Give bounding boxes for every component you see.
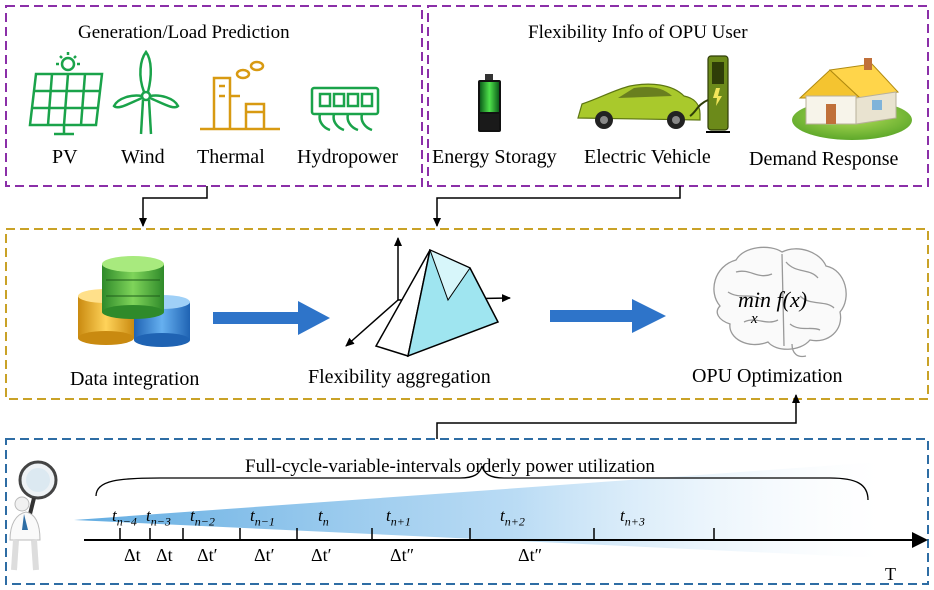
integration-to-aggregation-arrow [213, 301, 330, 335]
prediction-panel-border [5, 5, 423, 187]
battery-icon [478, 74, 501, 132]
timeline-interval-label: Δt′ [311, 545, 332, 565]
prediction-panel-title: Generation/Load Prediction [78, 22, 290, 43]
timeline-interval-label: Δt [156, 545, 173, 565]
flexibility-to-process-arrow [433, 186, 681, 227]
timeline-tick-subscript: n+1 [390, 514, 411, 529]
timeline-wedge [74, 462, 880, 558]
house-icon [792, 58, 912, 140]
wind-label: Wind [121, 146, 165, 168]
timeline-tick-subscript: n+3 [624, 514, 645, 529]
timeline-tick-label: tn−3 [146, 506, 171, 529]
energy-storage-label: Energy Storagy [432, 146, 557, 168]
timeline-tick-subscript: n−2 [194, 514, 215, 529]
timeline-tick-subscript: n−4 [116, 514, 137, 529]
wind-turbine-icon [112, 49, 180, 135]
brain-icon [713, 246, 847, 358]
timeline-brace [95, 465, 869, 501]
timeline-tick-label: tn+3 [620, 506, 645, 529]
flexibility-panel-border [427, 5, 929, 187]
demand-response-label: Demand Response [749, 148, 899, 170]
aggregation-to-optimization-arrow [550, 299, 666, 333]
timeline-tick-subscript: n−3 [150, 514, 171, 529]
hydropower-label: Hydropower [297, 146, 399, 168]
timeline-axis-arrowhead [912, 532, 928, 548]
timeline-tick-label: tn+1 [386, 506, 411, 529]
timeline-panel-border [5, 438, 929, 585]
prediction-to-process-arrow [139, 186, 208, 227]
flexibility-aggregation-label: Flexibility aggregation [308, 366, 491, 388]
time-axis-label: T [885, 564, 896, 584]
pv-label: PV [52, 146, 78, 168]
electric-car-icon [577, 55, 730, 133]
objective-formula: min f(x) [738, 287, 808, 312]
hydropower-icon [310, 86, 380, 132]
thermal-label: Thermal [197, 146, 265, 168]
data-integration-label: Data integration [70, 368, 200, 390]
timeline-tick-subscript: n+2 [504, 514, 525, 529]
timeline-tick-subscript: n−1 [254, 514, 275, 529]
timeline-tick-label: tn−4 [112, 506, 137, 529]
flexibility-panel-title: Flexibility Info of OPU User [528, 22, 748, 43]
database-stack-icon [78, 256, 190, 347]
timeline-tick-label: tn [318, 506, 329, 529]
timeline-interval-label: Δt′ [254, 545, 275, 565]
objective-formula-subscript: x [751, 311, 758, 327]
timeline-interval-label: Δt′ [197, 545, 218, 565]
timeline-interval-label: Δt″ [518, 545, 543, 565]
timeline-to-optimization-arrow [436, 394, 800, 439]
timeline-tick-label: tn−2 [190, 506, 215, 529]
timeline-tick-label: tn+2 [500, 506, 525, 529]
timeline-tick-label: tn−1 [250, 506, 275, 529]
solar-panel-icon [28, 52, 104, 136]
thermal-plant-icon [200, 60, 280, 131]
timeline-interval-label: Δt [124, 545, 141, 565]
timeline-interval-label: Δt″ [390, 545, 415, 565]
timeline-title: Full-cycle-variable-intervals orderly po… [245, 456, 655, 477]
timeline-tick-subscript: n [322, 514, 329, 529]
timeline-tick-marks [119, 528, 715, 540]
magnifier-person-icon [9, 460, 58, 571]
polytope-icon [345, 237, 511, 358]
opu-optimization-label: OPU Optimization [692, 365, 843, 387]
electric-vehicle-label: Electric Vehicle [584, 146, 711, 168]
